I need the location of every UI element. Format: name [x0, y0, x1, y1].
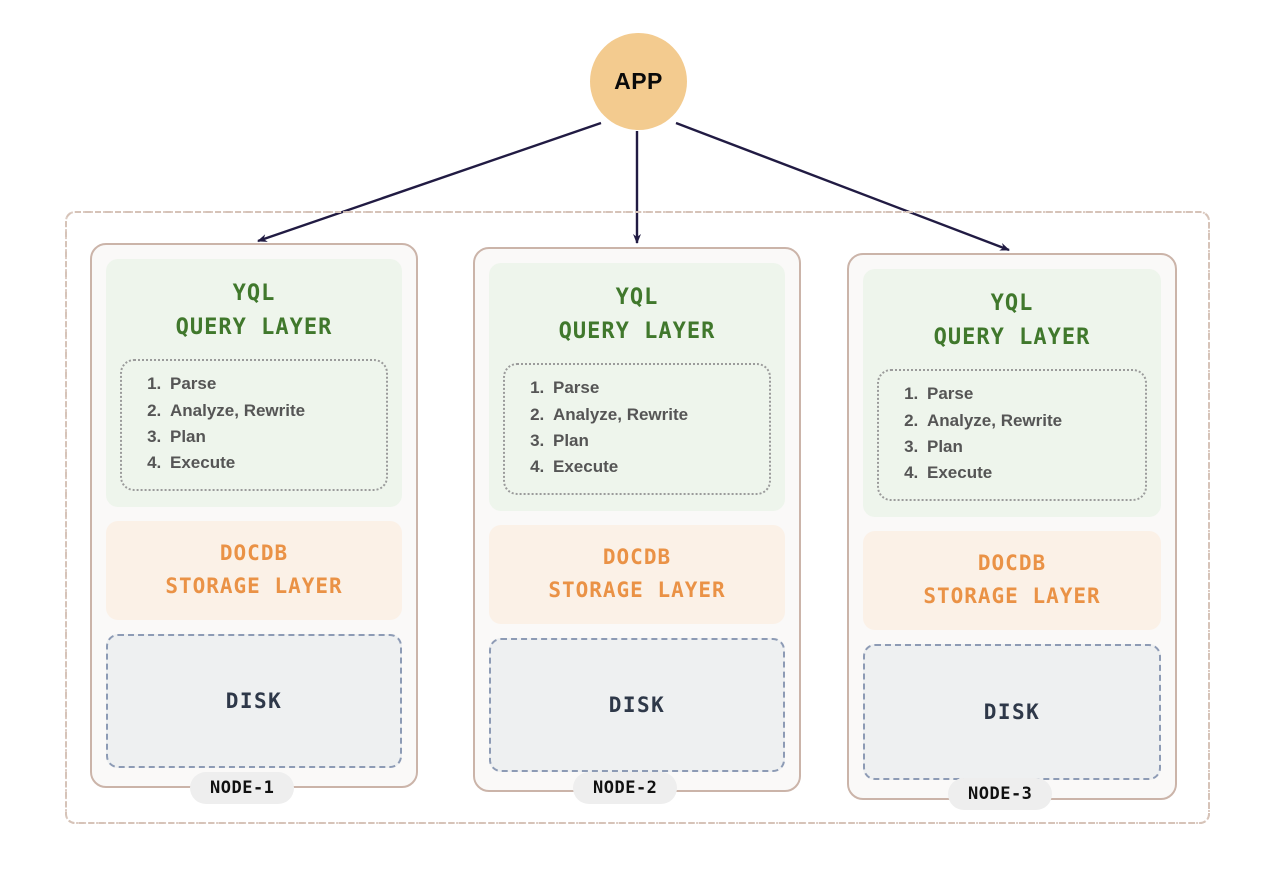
docdb-title-2: DOCDB STORAGE LAYER — [548, 544, 726, 603]
list-item: Parse — [549, 375, 757, 401]
cluster-boundary — [65, 211, 1210, 824]
yql-steps-list-2: Parse Analyze, Rewrite Plan Execute — [517, 375, 757, 480]
list-item: Analyze, Rewrite — [549, 402, 757, 428]
docdb-storage-layer-1: DOCDB STORAGE LAYER — [106, 520, 402, 620]
list-item: Plan — [166, 424, 374, 450]
node-card-2[interactable]: YQL QUERY LAYER Parse Analyze, Rewrite P… — [473, 247, 801, 792]
app-label: APP — [614, 68, 663, 94]
node-badge-1: NODE-1 — [190, 772, 295, 804]
yql-steps-list-1: Parse Analyze, Rewrite Plan Execute — [134, 371, 374, 476]
yql-title-3: YQL QUERY LAYER — [933, 291, 1091, 351]
yql-steps-box-1: Parse Analyze, Rewrite Plan Execute — [120, 359, 388, 491]
list-item: Execute — [166, 450, 374, 476]
yql-query-layer-1: YQL QUERY LAYER Parse Analyze, Rewrite P… — [106, 259, 402, 507]
list-item: Plan — [549, 428, 757, 454]
disk-box-3: DISK — [863, 643, 1161, 780]
list-item: Execute — [923, 460, 1133, 486]
disk-title-1: DISK — [225, 688, 283, 713]
yql-steps-box-3: Parse Analyze, Rewrite Plan Execute — [877, 369, 1147, 501]
disk-title-3: DISK — [983, 699, 1041, 724]
yql-steps-box-2: Parse Analyze, Rewrite Plan Execute — [503, 363, 771, 495]
node-badge-3: NODE-3 — [948, 778, 1053, 810]
node-badge-2: NODE-2 — [573, 772, 678, 804]
list-item: Plan — [923, 434, 1133, 460]
docdb-title-3: DOCDB STORAGE LAYER — [923, 550, 1101, 609]
yql-title-2: YQL QUERY LAYER — [558, 285, 716, 345]
list-item: Execute — [549, 454, 757, 480]
list-item: Parse — [166, 371, 374, 397]
yql-title-1: YQL QUERY LAYER — [175, 281, 333, 341]
disk-title-2: DISK — [608, 692, 666, 717]
node-card-1[interactable]: YQL QUERY LAYER Parse Analyze, Rewrite P… — [90, 243, 418, 788]
docdb-storage-layer-3: DOCDB STORAGE LAYER — [863, 530, 1161, 630]
list-item: Analyze, Rewrite — [166, 398, 374, 424]
disk-box-1: DISK — [106, 633, 402, 768]
disk-box-2: DISK — [489, 637, 785, 772]
list-item: Parse — [923, 381, 1133, 407]
app-node[interactable]: APP — [590, 33, 687, 130]
node-card-3[interactable]: YQL QUERY LAYER Parse Analyze, Rewrite P… — [847, 253, 1177, 800]
yql-steps-list-3: Parse Analyze, Rewrite Plan Execute — [891, 381, 1133, 486]
yql-query-layer-2: YQL QUERY LAYER Parse Analyze, Rewrite P… — [489, 263, 785, 511]
docdb-storage-layer-2: DOCDB STORAGE LAYER — [489, 524, 785, 624]
list-item: Analyze, Rewrite — [923, 408, 1133, 434]
yql-query-layer-3: YQL QUERY LAYER Parse Analyze, Rewrite P… — [863, 269, 1161, 517]
docdb-title-1: DOCDB STORAGE LAYER — [165, 540, 343, 599]
